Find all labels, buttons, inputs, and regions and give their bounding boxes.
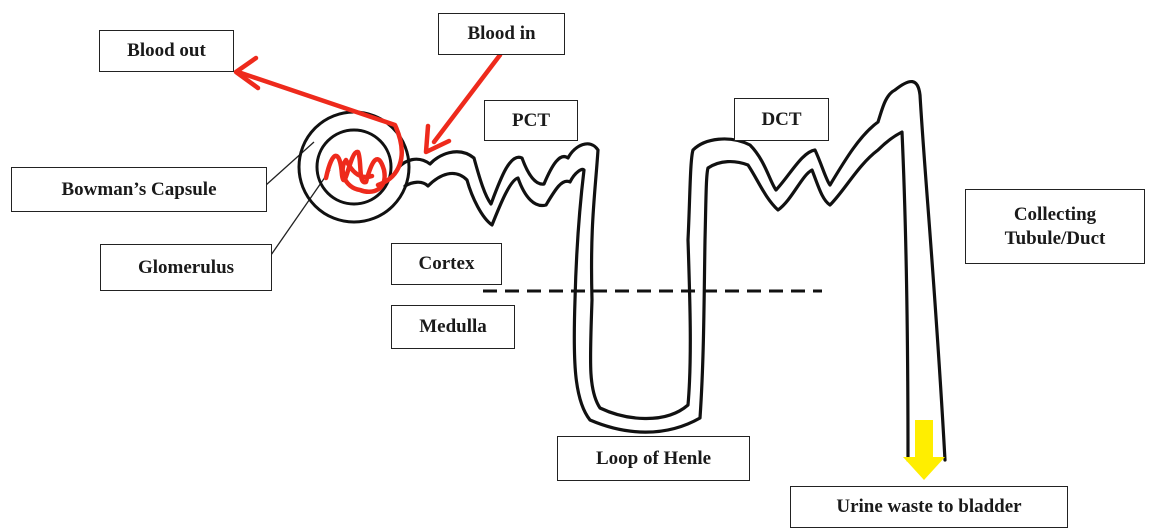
cortex-label: Cortex xyxy=(391,243,502,285)
urine-label: Urine waste to bladder xyxy=(790,486,1068,528)
pct-label: PCT xyxy=(484,100,578,141)
blood-out-label: Blood out xyxy=(99,30,234,72)
bowmans-capsule-label: Bowman’s Capsule xyxy=(11,167,267,212)
dct-label: DCT xyxy=(734,98,829,141)
blood-in-label: Blood in xyxy=(438,13,565,55)
glomerulus-coil xyxy=(326,152,385,192)
medulla-label: Medulla xyxy=(391,305,515,349)
bowmans-capsule-leader-line xyxy=(266,142,314,185)
glomerulus-label: Glomerulus xyxy=(100,244,272,291)
loop-of-henle-label: Loop of Henle xyxy=(557,436,750,481)
collecting-duct-label: Collecting Tubule/Duct xyxy=(965,189,1145,264)
blood-out-arrow xyxy=(236,58,402,185)
